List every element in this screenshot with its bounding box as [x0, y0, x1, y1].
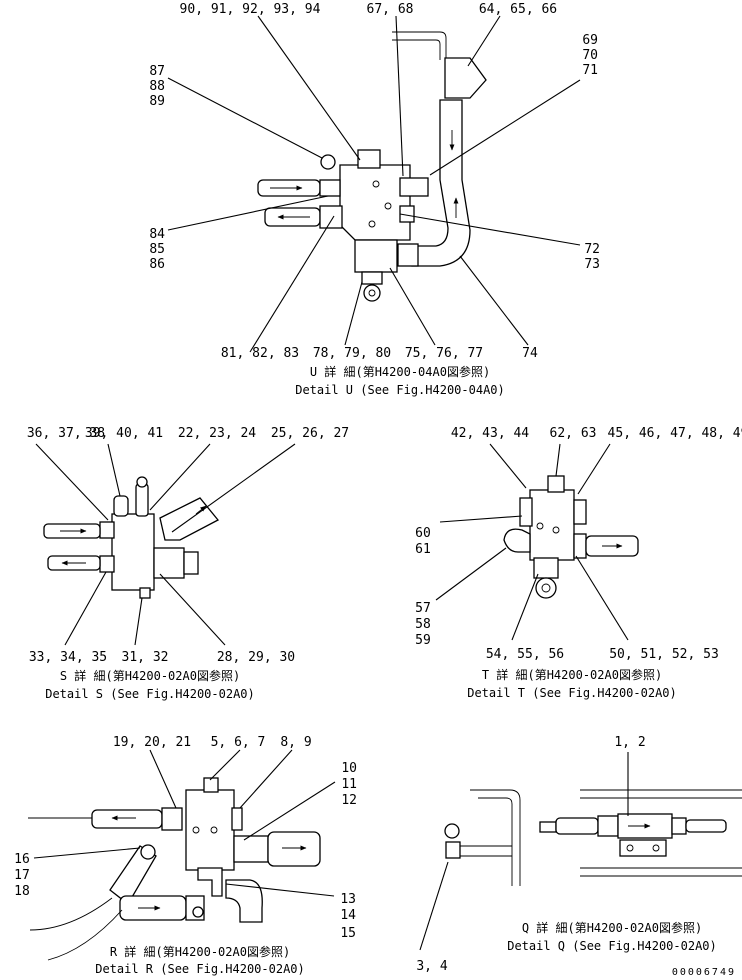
u-label-89: 89: [149, 94, 165, 109]
s-label-39-41: 39, 40, 41: [85, 426, 163, 441]
u-label-74: 74: [522, 346, 538, 361]
u-label-90-94: 90, 91, 92, 93, 94: [180, 2, 321, 17]
u-label-70: 70: [582, 48, 598, 63]
r-caption-en: Detail R (See Fig.H4200-02A0): [95, 962, 305, 976]
r-label-18: 18: [14, 884, 30, 899]
t-caption-jp: T 詳 細(第H4200-02A0図参照): [482, 667, 662, 682]
s-label-31-32: 31, 32: [122, 650, 169, 665]
t-label-62-63: 62, 63: [550, 426, 597, 441]
t-caption-en: Detail T (See Fig.H4200-02A0): [467, 686, 677, 700]
r-label-15: 15: [340, 926, 356, 941]
s-caption-jp: S 詳 細(第H4200-02A0図参照): [60, 668, 240, 683]
u-caption-jp: U 詳 細(第H4200-04A0図参照): [310, 364, 490, 379]
t-label-59: 59: [415, 633, 431, 648]
u-label-85: 85: [149, 242, 165, 257]
u-label-81-83: 81, 82, 83: [221, 346, 299, 361]
detail-r: 19, 20, 21 5, 6, 7 8, 9 10 11 12 16 17 1…: [14, 735, 357, 976]
r-label-11: 11: [341, 777, 357, 792]
detail-s: 36, 37, 38 39, 40, 41 22, 23, 24 25, 26,…: [27, 426, 349, 701]
r-label-10: 10: [341, 761, 357, 776]
t-label-57: 57: [415, 601, 431, 616]
detail-q: 1, 2 3, 4 Q 詳 細(第H4200-02A0図参照) Detail Q…: [416, 735, 742, 974]
u-label-67-68: 67, 68: [367, 2, 414, 17]
r-caption-jp: R 詳 細(第H4200-02A0図参照): [110, 944, 290, 959]
u-label-75-77: 75, 76, 77: [405, 346, 483, 361]
detail-u: 90, 91, 92, 93, 94 67, 68 64, 65, 66 69 …: [149, 2, 600, 397]
u-label-71: 71: [582, 63, 598, 78]
s-label-25-27: 25, 26, 27: [271, 426, 349, 441]
u-label-78-80: 78, 79, 80: [313, 346, 391, 361]
r-label-13: 13: [340, 892, 356, 907]
t-label-61: 61: [415, 542, 431, 557]
u-caption-en: Detail U (See Fig.H4200-04A0): [295, 383, 505, 397]
q-caption-en: Detail Q (See Fig.H4200-02A0): [507, 939, 717, 953]
r-label-8-9: 8, 9: [280, 735, 311, 750]
u-label-84: 84: [149, 227, 165, 242]
u-label-87: 87: [149, 64, 165, 79]
u-label-73: 73: [584, 257, 600, 272]
t-label-58: 58: [415, 617, 431, 632]
q-label-3-4: 3, 4: [416, 959, 447, 974]
q-label-1-2: 1, 2: [614, 735, 645, 750]
s-label-33-35: 33, 34, 35: [29, 650, 107, 665]
detail-t: 42, 43, 44 62, 63 45, 46, 47, 48, 49 60 …: [415, 426, 742, 700]
t-label-45-49: 45, 46, 47, 48, 49: [608, 426, 742, 441]
q-caption-jp: Q 詳 細(第H4200-02A0図参照): [522, 920, 702, 935]
u-label-69: 69: [582, 33, 598, 48]
s-caption-en: Detail S (See Fig.H4200-02A0): [45, 687, 255, 701]
drawing-number: 00006749: [672, 967, 736, 978]
t-label-54-56: 54, 55, 56: [486, 647, 564, 662]
t-label-42-44: 42, 43, 44: [451, 426, 529, 441]
r-label-12: 12: [341, 793, 357, 808]
t-label-60: 60: [415, 526, 431, 541]
s-label-22-24: 22, 23, 24: [178, 426, 256, 441]
r-label-17: 17: [14, 868, 30, 883]
s-label-28-30: 28, 29, 30: [217, 650, 295, 665]
u-label-88: 88: [149, 79, 165, 94]
t-label-50-53: 50, 51, 52, 53: [609, 647, 719, 662]
r-label-5-7: 5, 6, 7: [211, 735, 266, 750]
u-label-86: 86: [149, 257, 165, 272]
u-label-64-66: 64, 65, 66: [479, 2, 557, 17]
r-label-16: 16: [14, 852, 30, 867]
s-label-36-38: 36, 37, 38: [27, 426, 105, 441]
u-label-72: 72: [584, 242, 600, 257]
r-label-14: 14: [340, 908, 356, 923]
r-label-19-21: 19, 20, 21: [113, 735, 191, 750]
